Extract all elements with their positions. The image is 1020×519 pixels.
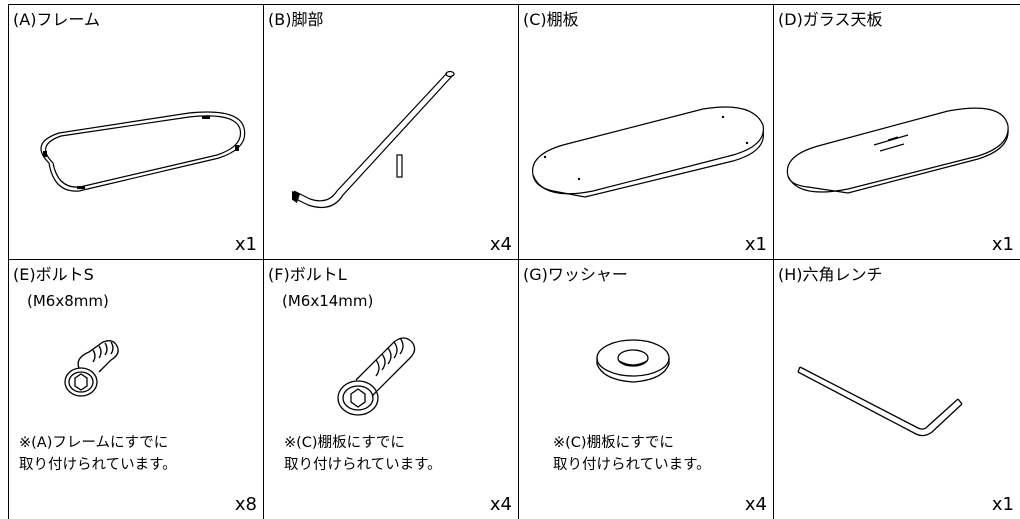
shelf-board-icon <box>531 106 765 198</box>
part-note: ※(C)棚板にすでに 取り付けられています。 <box>284 435 442 473</box>
bolt-short-icon <box>64 340 119 397</box>
part-quantity: x1 <box>991 494 1014 515</box>
part-spec: (M6x8mm) <box>27 292 109 310</box>
part-note: ※(C)棚板にすでに 取り付けられています。 <box>553 435 711 473</box>
part-quantity: x1 <box>991 234 1014 255</box>
part-label: (D)ガラス天板 <box>778 10 883 29</box>
parts-list: (A)フレーム x1 (B)脚部 x4 (C)棚板 <box>8 4 1020 519</box>
part-label: (A)フレーム <box>13 10 100 29</box>
part-cell-bolt-short: (E)ボルトS (M6x8mm) ※(A)フレームにすでに 取り付けられています… <box>8 260 264 519</box>
part-quantity: x1 <box>234 234 257 255</box>
part-label: (F)ボルトL <box>268 265 347 284</box>
part-note: ※(A)フレームにすでに 取り付けられています。 <box>19 435 177 473</box>
washer-icon <box>596 339 670 383</box>
glass-top-icon <box>786 107 1009 194</box>
part-quantity: x4 <box>489 234 512 255</box>
frame-icon <box>40 111 246 192</box>
part-cell-hex-wrench: (H)六角レンチ x1 <box>774 260 1020 519</box>
part-cell-glass-top: (D)ガラス天板 x1 <box>774 4 1020 260</box>
part-quantity: x8 <box>234 494 257 515</box>
bolt-long-icon <box>337 337 416 416</box>
part-spec: (M6x14mm) <box>282 292 374 310</box>
part-quantity: x4 <box>489 494 512 515</box>
part-cell-leg: (B)脚部 x4 <box>264 4 519 260</box>
part-quantity: x4 <box>744 494 767 515</box>
part-label: (H)六角レンチ <box>778 265 883 284</box>
part-label: (B)脚部 <box>268 10 324 29</box>
hex-wrench-icon <box>797 366 963 437</box>
part-cell-frame: (A)フレーム x1 <box>8 4 264 260</box>
part-quantity: x1 <box>744 234 767 255</box>
leg-icon <box>292 70 455 208</box>
part-label: (E)ボルトS <box>13 265 94 284</box>
part-label: (G)ワッシャー <box>523 265 628 284</box>
part-cell-washer: (G)ワッシャー ※(C)棚板にすでに 取り付けられています。 x4 <box>519 260 774 519</box>
part-cell-bolt-long: (F)ボルトL (M6x14mm) ※(C)棚板にすでに 取り付けられています。… <box>264 260 519 519</box>
part-cell-shelf: (C)棚板 x1 <box>519 4 774 260</box>
part-label: (C)棚板 <box>523 10 579 29</box>
